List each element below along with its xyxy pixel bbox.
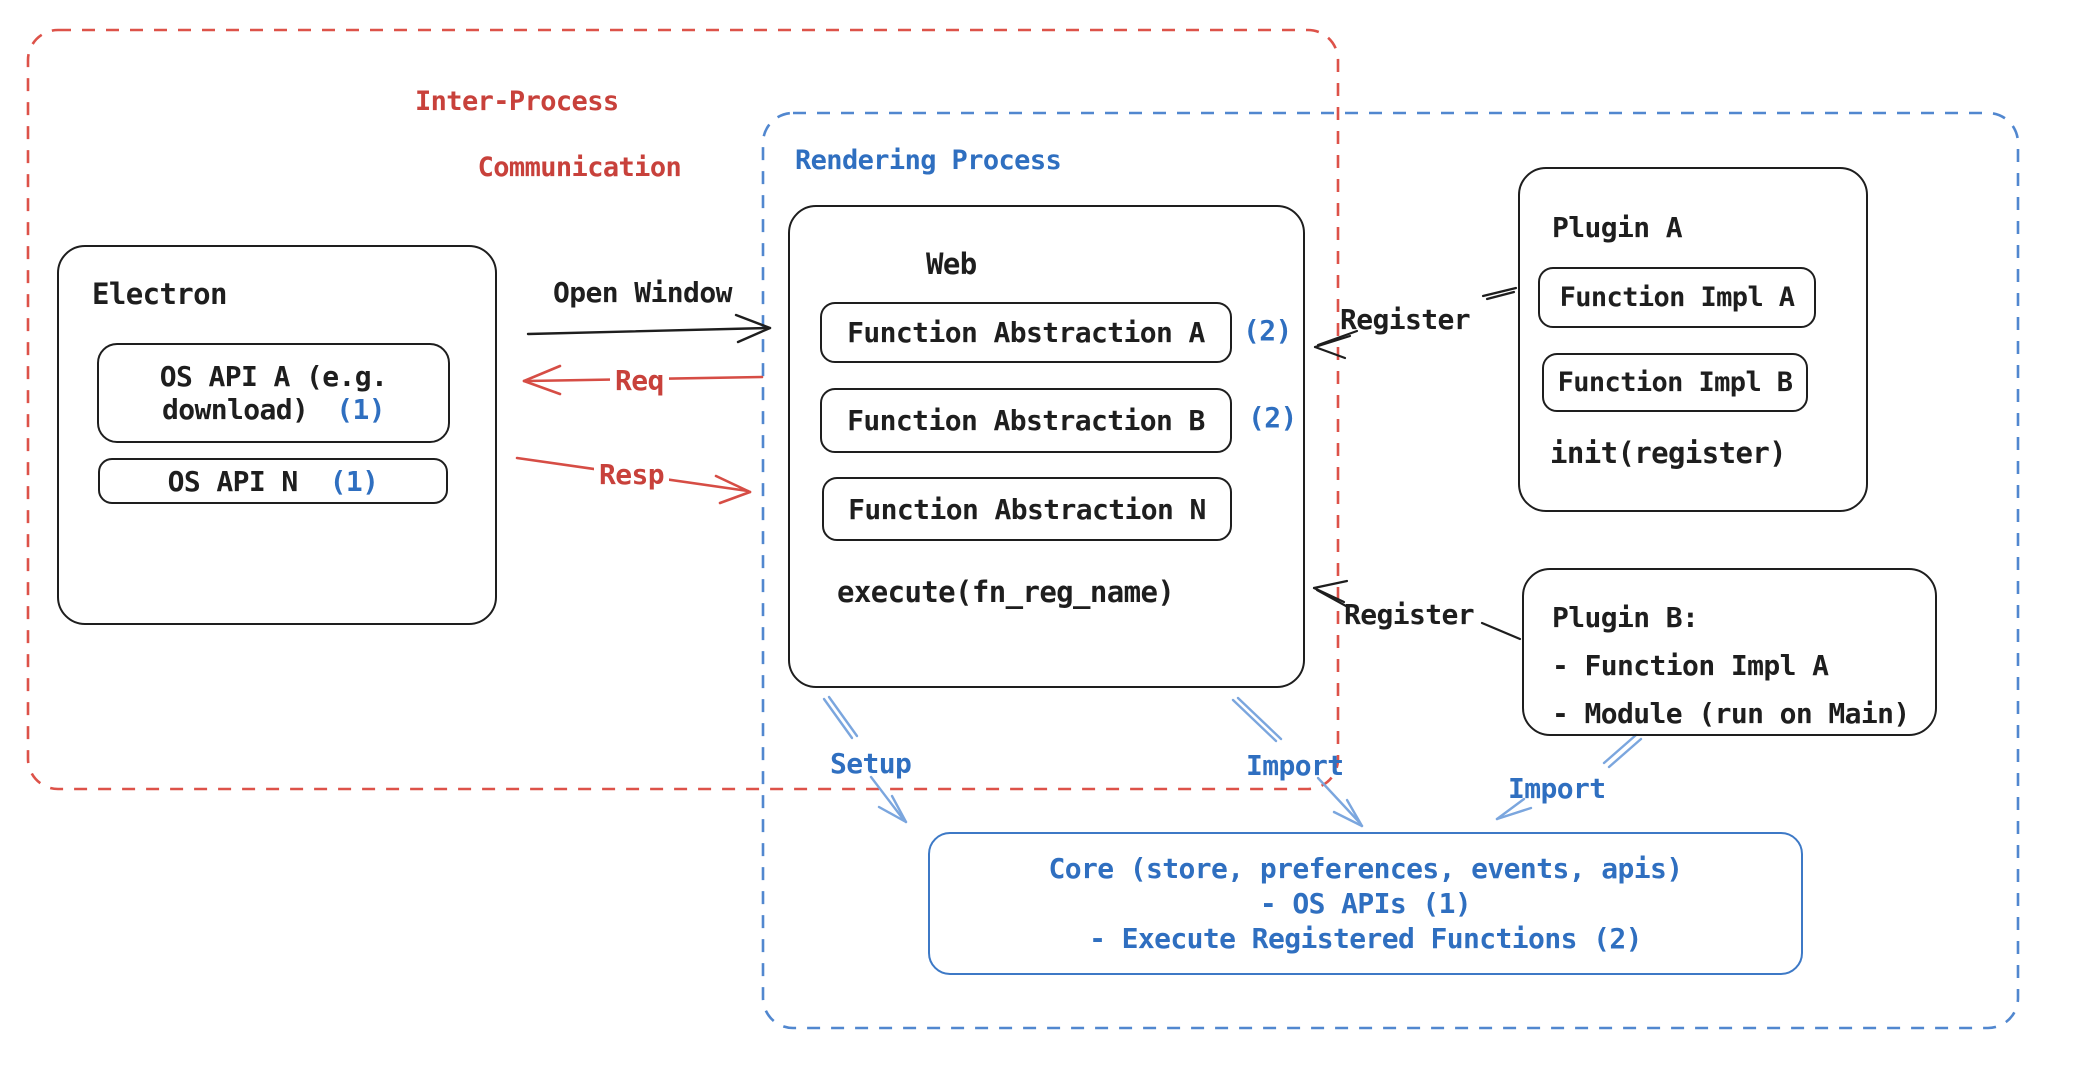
web-title: Web: [926, 247, 977, 281]
os-api-a-box: OS API A (e.g. download) (1): [97, 343, 450, 443]
os-api-a-line2: download): [161, 393, 309, 426]
ipc-dashed-box: [26, 28, 1340, 791]
plugin-b-content: Plugin B: - Function Impl A - Module (run …: [1552, 594, 1910, 738]
register-top-arrow: [1313, 286, 1518, 360]
import-web-label: Import: [1246, 749, 1344, 782]
function-abstraction-b-label: Function Abstraction B: [847, 404, 1205, 437]
ipc-label-line1: Inter-Process: [415, 86, 619, 117]
os-api-n-label: OS API N: [167, 464, 299, 498]
register-top-label: Register: [1340, 303, 1471, 336]
import-plugin-label: Import: [1508, 772, 1606, 805]
os-api-a-number: (1): [336, 393, 386, 426]
function-impl-a-box: Function Impl A: [1538, 267, 1816, 328]
plugin-a-box: [1518, 167, 1868, 512]
plugin-a-title: Plugin A: [1552, 211, 1683, 244]
register-bottom-arrow: [1312, 579, 1522, 641]
setup-arrow: [822, 695, 908, 824]
function-abstraction-b-box: Function Abstraction B: [820, 388, 1232, 453]
req-label: Req: [610, 364, 669, 397]
rendering-dashed-box: [761, 111, 2020, 1030]
register-bottom-label: Register: [1344, 598, 1475, 631]
os-api-a-line2-row: download) (1): [161, 393, 386, 426]
import-web-arrow: [1231, 696, 1364, 828]
function-abstraction-a-number: (2): [1243, 314, 1292, 347]
core-line1: Core (store, preferences, events, apis): [1048, 852, 1683, 885]
os-api-a-line1: OS API A (e.g.: [159, 360, 388, 393]
open-window-arrow: [526, 313, 772, 344]
function-abstraction-n-box: Function Abstraction N: [822, 477, 1232, 541]
core-line3: - Execute Registered Functions (2): [1089, 922, 1642, 955]
os-api-n-number: (1): [329, 464, 379, 498]
ipc-label: Inter-Process Communication: [415, 85, 682, 184]
function-abstraction-a-label: Function Abstraction A: [847, 316, 1205, 349]
function-abstraction-a-box: Function Abstraction A: [820, 302, 1232, 363]
plugin-b-title: Plugin B:: [1552, 601, 1699, 634]
plugin-b-item2: - Module (run on Main): [1552, 697, 1910, 730]
function-abstraction-b-number: (2): [1248, 401, 1297, 434]
rendering-process-label: Rendering Process: [795, 145, 1062, 176]
function-abstraction-n-label: Function Abstraction N: [848, 492, 1206, 526]
core-box: Core (store, preferences, events, apis) …: [928, 832, 1803, 975]
function-impl-b-box: Function Impl B: [1542, 353, 1808, 412]
function-impl-a-label: Function Impl A: [1559, 282, 1795, 313]
function-impl-b-label: Function Impl B: [1557, 367, 1793, 398]
electron-box: [57, 245, 497, 625]
import-plugin-arrow: [1495, 733, 1643, 821]
execute-label: execute(fn_reg_name): [837, 575, 1175, 609]
resp-label: Resp: [594, 458, 670, 491]
setup-label: Setup: [830, 747, 912, 780]
electron-title: Electron: [92, 277, 227, 311]
plugin-b-item1: - Function Impl A: [1552, 649, 1829, 682]
core-line2: - OS APIs (1): [1259, 887, 1472, 920]
web-box: [788, 205, 1305, 688]
init-register-label: init(register): [1550, 436, 1787, 470]
ipc-label-line2: Communication: [477, 152, 682, 183]
os-api-n-box: OS API N (1): [98, 458, 448, 504]
plugin-b-box: [1522, 568, 1937, 736]
open-window-label: Open Window: [553, 276, 732, 309]
